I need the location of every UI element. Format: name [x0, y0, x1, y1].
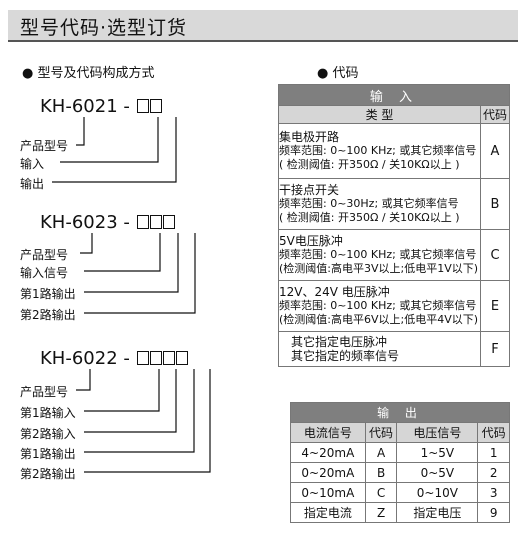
label-output: 输出	[20, 177, 45, 191]
row-freq: 频率范围: 0~100 KHz; 或其它频率信号	[279, 299, 477, 312]
output-table-title: 输 出	[290, 402, 510, 423]
label-product-model: 产品型号	[20, 139, 69, 153]
row-type-name: 干接点开关	[279, 183, 340, 197]
model-kh6022: KH-6022 -	[40, 348, 188, 369]
code-box	[136, 99, 149, 113]
cell-code: C	[364, 482, 398, 503]
section-header: 型号代码·选型订货	[8, 10, 518, 42]
cell-code: A	[364, 442, 398, 463]
code-box	[136, 351, 149, 365]
label-output-1: 第1路输出	[20, 287, 76, 301]
table-row: 指定电流 Z 指定电压 9	[290, 502, 510, 523]
label-output-1: 第1路输出	[20, 447, 76, 461]
cell-current: 指定电流	[290, 502, 366, 523]
table-row: 12V、24V 电压脉冲 频率范围: 0~100 KHz; 或其它频率信号 (检…	[278, 280, 510, 332]
input-code-table: 输 入 类 型 代码 集电极开路 频率范围: 0~100 KHz; 或其它频率信…	[278, 84, 510, 367]
row-code: A	[480, 123, 510, 179]
cell-current: 4~20mA	[290, 442, 366, 463]
row-type-name: 5V电压脉冲	[279, 234, 343, 248]
col-code: 代码	[477, 422, 510, 443]
label-input: 输入	[20, 157, 45, 171]
model-kh6023: KH-6023 -	[40, 212, 175, 233]
bullet-model-format: ● 型号及代码构成方式	[22, 66, 155, 81]
col-current-signal: 电流信号	[290, 422, 366, 443]
cell-code: 9	[477, 502, 510, 523]
cell-voltage: 0~5V	[396, 462, 479, 483]
section-title: 型号代码·选型订货	[20, 17, 188, 39]
table-row: 其它指定电压脉冲 其它指定的频率信号 F	[278, 331, 510, 367]
table-row: 5V电压脉冲 频率范围: 0~100 KHz; 或其它频率信号 (检测阈值:高电…	[278, 229, 510, 281]
cell-code: 2	[477, 462, 510, 483]
row-type-name: 12V、24V 电压脉冲	[279, 285, 390, 299]
table-row: 0~10mA C 0~10V 3	[290, 482, 510, 503]
label-input-1: 第1路输入	[20, 406, 76, 420]
row-threshold: (检测阈值:高电平3V以上;低电平1V以下)	[279, 262, 479, 275]
row-freq: 频率范围: 0~100 KHz; 或其它频率信号	[279, 248, 477, 261]
code-box	[175, 351, 188, 365]
row-code: C	[480, 229, 510, 281]
row-code: E	[480, 280, 510, 332]
cell-current: 0~20mA	[290, 462, 366, 483]
col-code: 代码	[480, 105, 510, 124]
input-table-title: 输 入	[278, 84, 510, 106]
label-output-2: 第2路输出	[20, 467, 76, 481]
row-type-name: 其它指定电压脉冲	[291, 335, 388, 349]
code-box	[149, 215, 162, 229]
bullet-code: ● 代码	[317, 66, 359, 81]
row-freq: 其它指定的频率信号	[291, 349, 400, 363]
label-product-model: 产品型号	[20, 248, 69, 262]
cell-voltage: 指定电压	[396, 502, 479, 523]
cell-code: Z	[364, 502, 398, 523]
row-threshold: ( 检测阈值: 开350Ω / 关10KΩ以上 )	[279, 158, 460, 171]
model-kh6023-prefix: KH-6023 -	[40, 212, 130, 233]
row-freq: 频率范围: 0~30Hz; 或其它频率信号	[279, 197, 459, 210]
label-input-signal: 输入信号	[20, 266, 69, 280]
model-kh6021-prefix: KH-6021 -	[40, 96, 130, 117]
cell-code: B	[364, 462, 398, 483]
col-type: 类 型	[278, 105, 481, 124]
label-output-2: 第2路输出	[20, 308, 76, 322]
cell-voltage: 0~10V	[396, 482, 479, 503]
table-row: 0~20mA B 0~5V 2	[290, 462, 510, 483]
row-type-name: 集电极开路	[279, 130, 340, 144]
model-kh6021: KH-6021 -	[40, 96, 162, 117]
cell-current: 0~10mA	[290, 482, 366, 503]
label-input-2: 第2路输入	[20, 427, 76, 441]
row-threshold: (检测阈值:高电平6V以上;低电平4V以下)	[279, 313, 479, 326]
code-box	[136, 215, 149, 229]
col-voltage-signal: 电压信号	[396, 422, 479, 443]
row-threshold: ( 检测阈值: 开350Ω / 关10KΩ以上 )	[279, 211, 460, 224]
table-row: 集电极开路 频率范围: 0~100 KHz; 或其它频率信号 ( 检测阈值: 开…	[278, 123, 510, 179]
code-box	[149, 99, 162, 113]
row-code: F	[480, 331, 510, 367]
code-box	[149, 351, 162, 365]
output-code-table: 输 出 电流信号 代码 电压信号 代码 4~20mA A 1~5V 1 0~20…	[290, 402, 510, 523]
model-kh6022-prefix: KH-6022 -	[40, 348, 130, 369]
label-product-model: 产品型号	[20, 385, 69, 399]
cell-code: 3	[477, 482, 510, 503]
col-code: 代码	[364, 422, 398, 443]
code-box	[162, 351, 175, 365]
row-freq: 频率范围: 0~100 KHz; 或其它频率信号	[279, 144, 477, 157]
code-box	[162, 215, 175, 229]
row-code: B	[480, 178, 510, 230]
cell-voltage: 1~5V	[396, 442, 479, 463]
table-row: 4~20mA A 1~5V 1	[290, 442, 510, 463]
table-row: 干接点开关 频率范围: 0~30Hz; 或其它频率信号 ( 检测阈值: 开350…	[278, 178, 510, 230]
cell-code: 1	[477, 442, 510, 463]
